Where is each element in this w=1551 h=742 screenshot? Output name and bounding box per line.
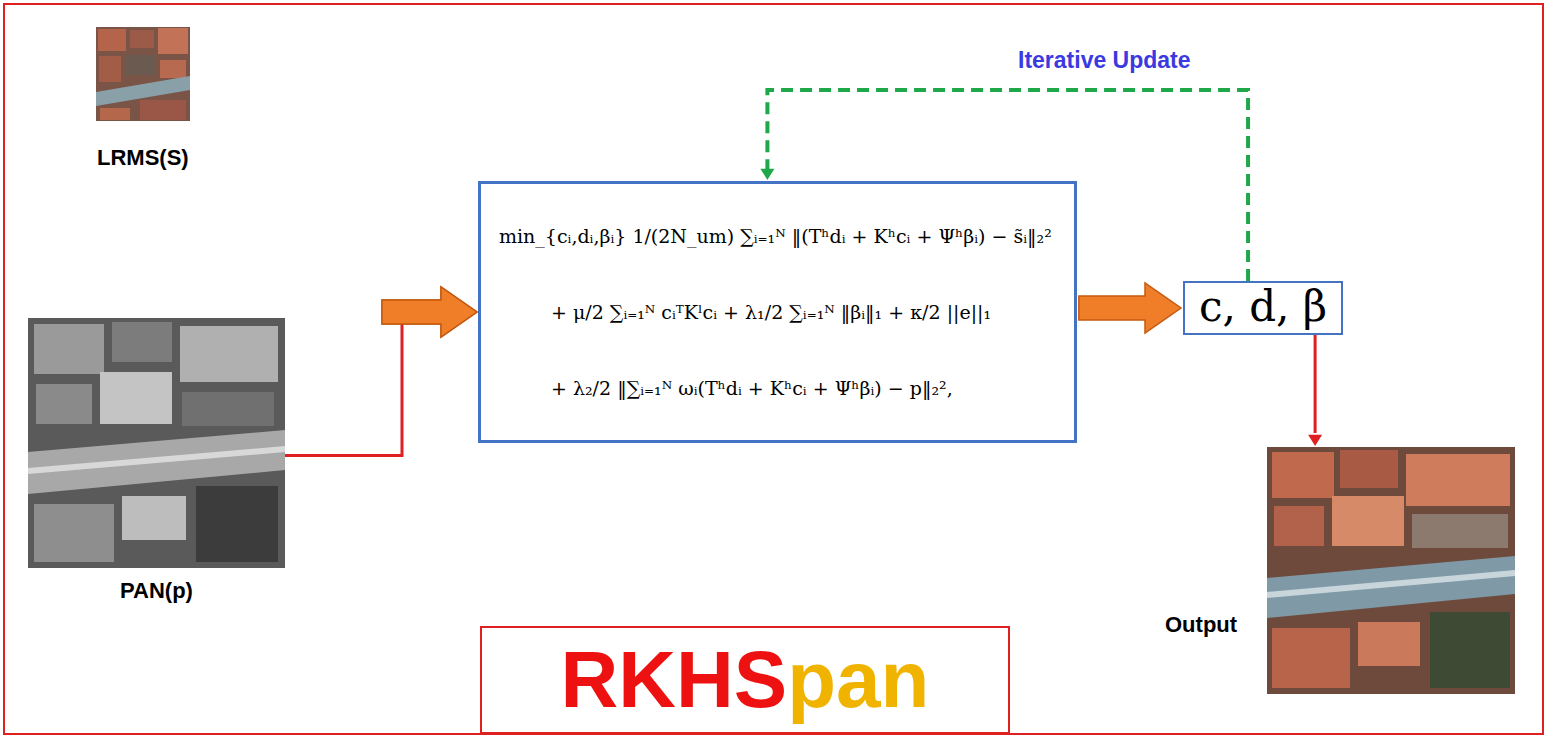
output-line (1314, 335, 1317, 433)
box-text: c, d, β (1199, 283, 1327, 331)
image-label: Output (1165, 612, 1237, 638)
pan-input-image: PAN(p) (28, 318, 285, 568)
image-detail (98, 29, 126, 51)
image-detail (1267, 570, 1515, 598)
image-detail (1274, 506, 1324, 546)
equation-line: + λ₂/2 ‖∑ᵢ₌₁ᴺ ωᵢ(Tʰdᵢ + Kʰcᵢ + Ψʰβᵢ) − p… (499, 350, 1052, 426)
connector (285, 287, 477, 456)
lrms-input-image: LRMS(S) (96, 27, 190, 121)
variables-box: c, d, β (1183, 281, 1343, 335)
block-arrow (382, 287, 477, 337)
method-name-box: RKHSpan (480, 626, 1010, 734)
image-detail (28, 318, 285, 568)
image-detail (1267, 447, 1515, 694)
image-detail (122, 496, 186, 540)
image-detail (160, 60, 186, 78)
image-label: PAN(p) (120, 578, 193, 604)
image-detail (182, 392, 274, 426)
image-detail (1358, 622, 1420, 666)
arrowhead (760, 169, 774, 180)
image-detail (130, 30, 154, 48)
output-image (1267, 447, 1515, 694)
image-detail (1406, 454, 1510, 506)
output-image: Output (1267, 447, 1515, 694)
connector (382, 287, 477, 337)
image-label: LRMS(S) (97, 145, 189, 171)
connector (1308, 335, 1322, 446)
image-detail (96, 27, 190, 121)
image-detail (1272, 628, 1350, 688)
image-detail (1340, 450, 1398, 488)
input-line (285, 312, 402, 456)
image-detail (1332, 496, 1404, 546)
image-detail (1412, 514, 1508, 548)
image-detail (1267, 556, 1515, 618)
image-detail (28, 446, 285, 474)
connector (1079, 283, 1181, 333)
edge-label: Iterative Update (1014, 47, 1195, 74)
box-text: RKHSpan (561, 634, 930, 726)
equation-line: + μ/2 ∑ᵢ₌₁ᴺ cᵢᵀKˡcᵢ + λ₁/2 ∑ᵢ₌₁ᴺ ‖βᵢ‖₁ +… (499, 274, 1052, 350)
image-detail (100, 372, 172, 424)
image-detail (100, 108, 130, 120)
image-detail (126, 55, 156, 75)
arrowhead (1308, 435, 1322, 446)
image-detail (36, 384, 92, 424)
block-arrow (1079, 283, 1181, 333)
lrms-image (96, 27, 190, 121)
block-arrow (382, 287, 477, 337)
image-detail (34, 504, 114, 562)
image-detail (158, 28, 188, 54)
image-detail (140, 100, 186, 120)
pan-image (28, 318, 285, 568)
image-detail (1272, 452, 1334, 498)
image-detail (180, 326, 278, 382)
image-detail (28, 430, 285, 494)
image-detail (99, 56, 121, 82)
image-detail (1430, 612, 1510, 688)
objective-box: min_{cᵢ,dᵢ,βᵢ} 1/(2N_um) ∑ᵢ₌₁ᴺ ‖(Tʰdᵢ + … (478, 181, 1077, 443)
image-detail (34, 324, 104, 374)
equation-line: min_{cᵢ,dᵢ,βᵢ} 1/(2N_um) ∑ᵢ₌₁ᴺ ‖(Tʰdᵢ + … (499, 198, 1052, 274)
image-detail (196, 486, 278, 562)
image-detail (112, 322, 172, 362)
